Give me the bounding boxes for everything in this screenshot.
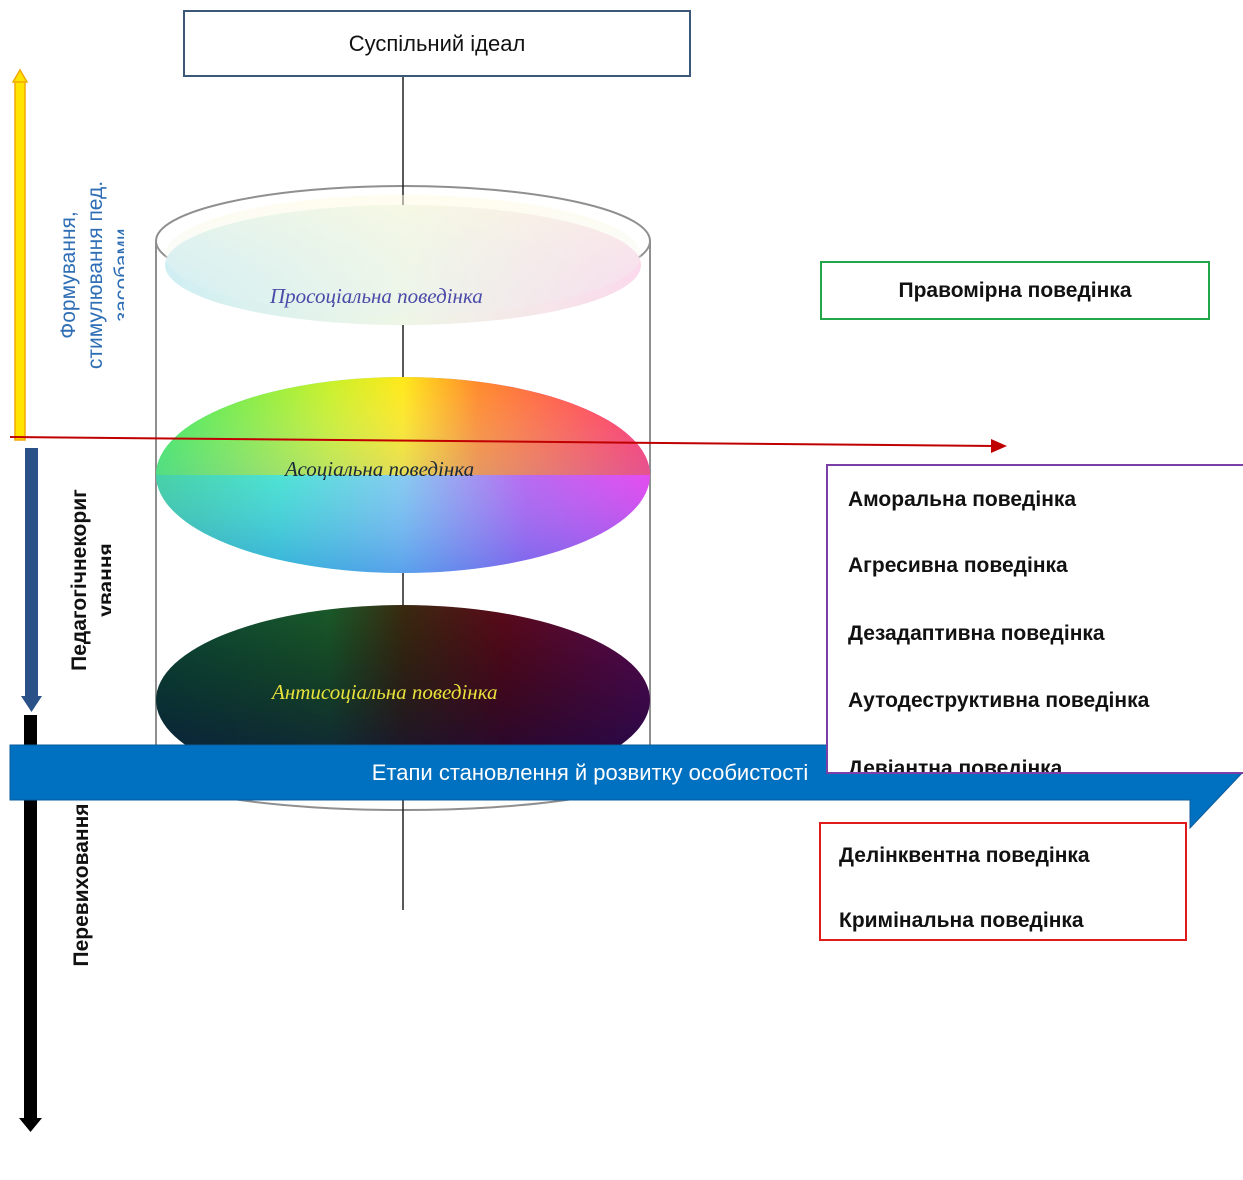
social-ideal-box: Суспільний ідеал xyxy=(183,10,691,77)
correction-label: Педагогічнекориг ування xyxy=(66,445,136,715)
prosocial-disk xyxy=(165,195,641,325)
list-item: Аморальна поведінка xyxy=(848,488,1077,511)
formation-label-line3: засобами xyxy=(111,228,124,322)
correction-label-line1: Педагогічнекориг xyxy=(68,489,91,671)
asocial-disk xyxy=(156,377,650,573)
social-ideal-label: Суспільний ідеал xyxy=(348,30,526,56)
stage-arrow-label: Етапи становлення й розвитку особистості xyxy=(371,759,809,785)
list-item: Девіантна поведінка xyxy=(848,757,1063,774)
prosocial-label: Просоціальна поведінка xyxy=(270,284,483,308)
list-item: Аутодеструктивна поведінка xyxy=(848,689,1150,712)
list-item: Делінквентна поведінка xyxy=(839,844,1090,867)
boundary-arrow xyxy=(9,436,1007,453)
list-item: Дезадаптивна поведінка xyxy=(848,622,1105,645)
formation-label-line2: стимулювання пед. xyxy=(84,180,107,370)
formation-label-line1: Формування, xyxy=(57,211,80,339)
formation-label: Формування, стимулювання пед. засобами xyxy=(55,140,175,410)
asocial-label: Асоціальна поведінка xyxy=(285,457,475,481)
list-item: Кримінальна поведінка xyxy=(839,909,1084,932)
formation-arrow xyxy=(11,68,29,441)
criminal-behaviors-box: Делінквентна поведінка Кримінальна повед… xyxy=(819,822,1187,941)
reeducation-arrow xyxy=(19,715,42,1132)
reeducation-label: Перевиховання xyxy=(67,765,97,1005)
list-item: Агресивна поведінка xyxy=(848,554,1068,577)
lawful-behavior-box: Правомірна поведінка xyxy=(820,261,1210,320)
correction-arrow xyxy=(21,448,42,712)
lawful-behavior-label: Правомірна поведінка xyxy=(898,278,1132,302)
asocial-behaviors-box: Аморальна поведінка Агресивна поведінка … xyxy=(826,464,1243,774)
reeducation-label-text: Перевиховання xyxy=(70,803,93,967)
correction-label-line2: ування xyxy=(95,543,111,617)
antisocial-label: Антисоціальна поведінка xyxy=(272,680,498,704)
